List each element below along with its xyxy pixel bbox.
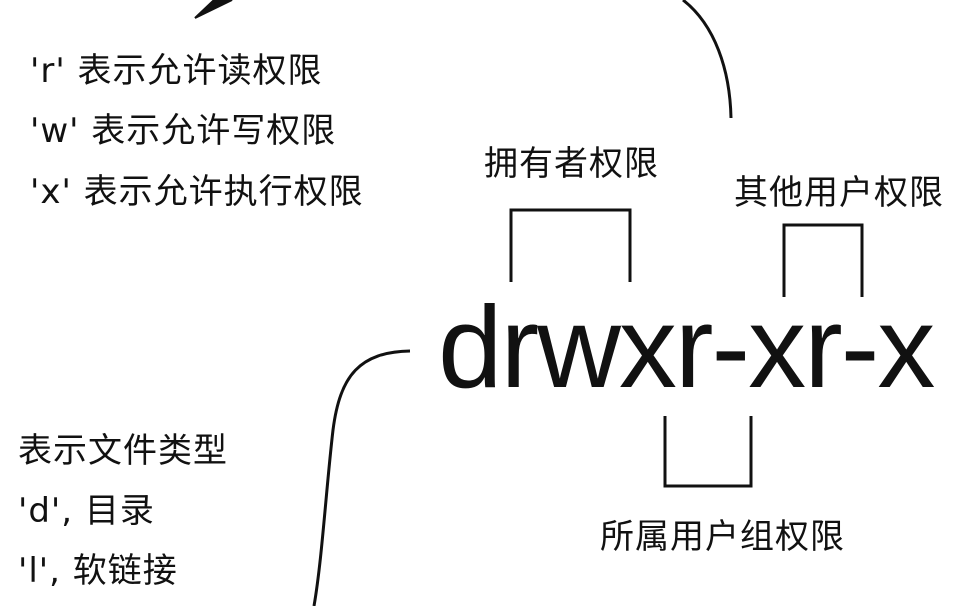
legend-write: 'w' 表示允许写权限 bbox=[30, 111, 337, 151]
legend-execute: 'x' 表示允许执行权限 bbox=[30, 172, 364, 212]
arrow-head bbox=[194, 0, 233, 19]
group-label: 所属用户组权限 bbox=[600, 517, 845, 557]
permission-string: drwxr-xr-x bbox=[438, 282, 935, 412]
type-title: 表示文件类型 bbox=[18, 431, 228, 471]
others-bracket bbox=[782, 223, 864, 297]
group-bracket bbox=[663, 416, 753, 488]
owner-label: 拥有者权限 bbox=[484, 144, 659, 184]
curve-top bbox=[682, 0, 733, 119]
type-symlink: 'l', 软链接 bbox=[18, 551, 178, 591]
owner-bracket bbox=[509, 208, 632, 282]
others-label: 其他用户权限 bbox=[734, 173, 944, 213]
curve-left bbox=[312, 349, 411, 606]
type-directory: 'd', 目录 bbox=[18, 491, 155, 531]
legend-read: 'r' 表示允许读权限 bbox=[30, 51, 323, 91]
